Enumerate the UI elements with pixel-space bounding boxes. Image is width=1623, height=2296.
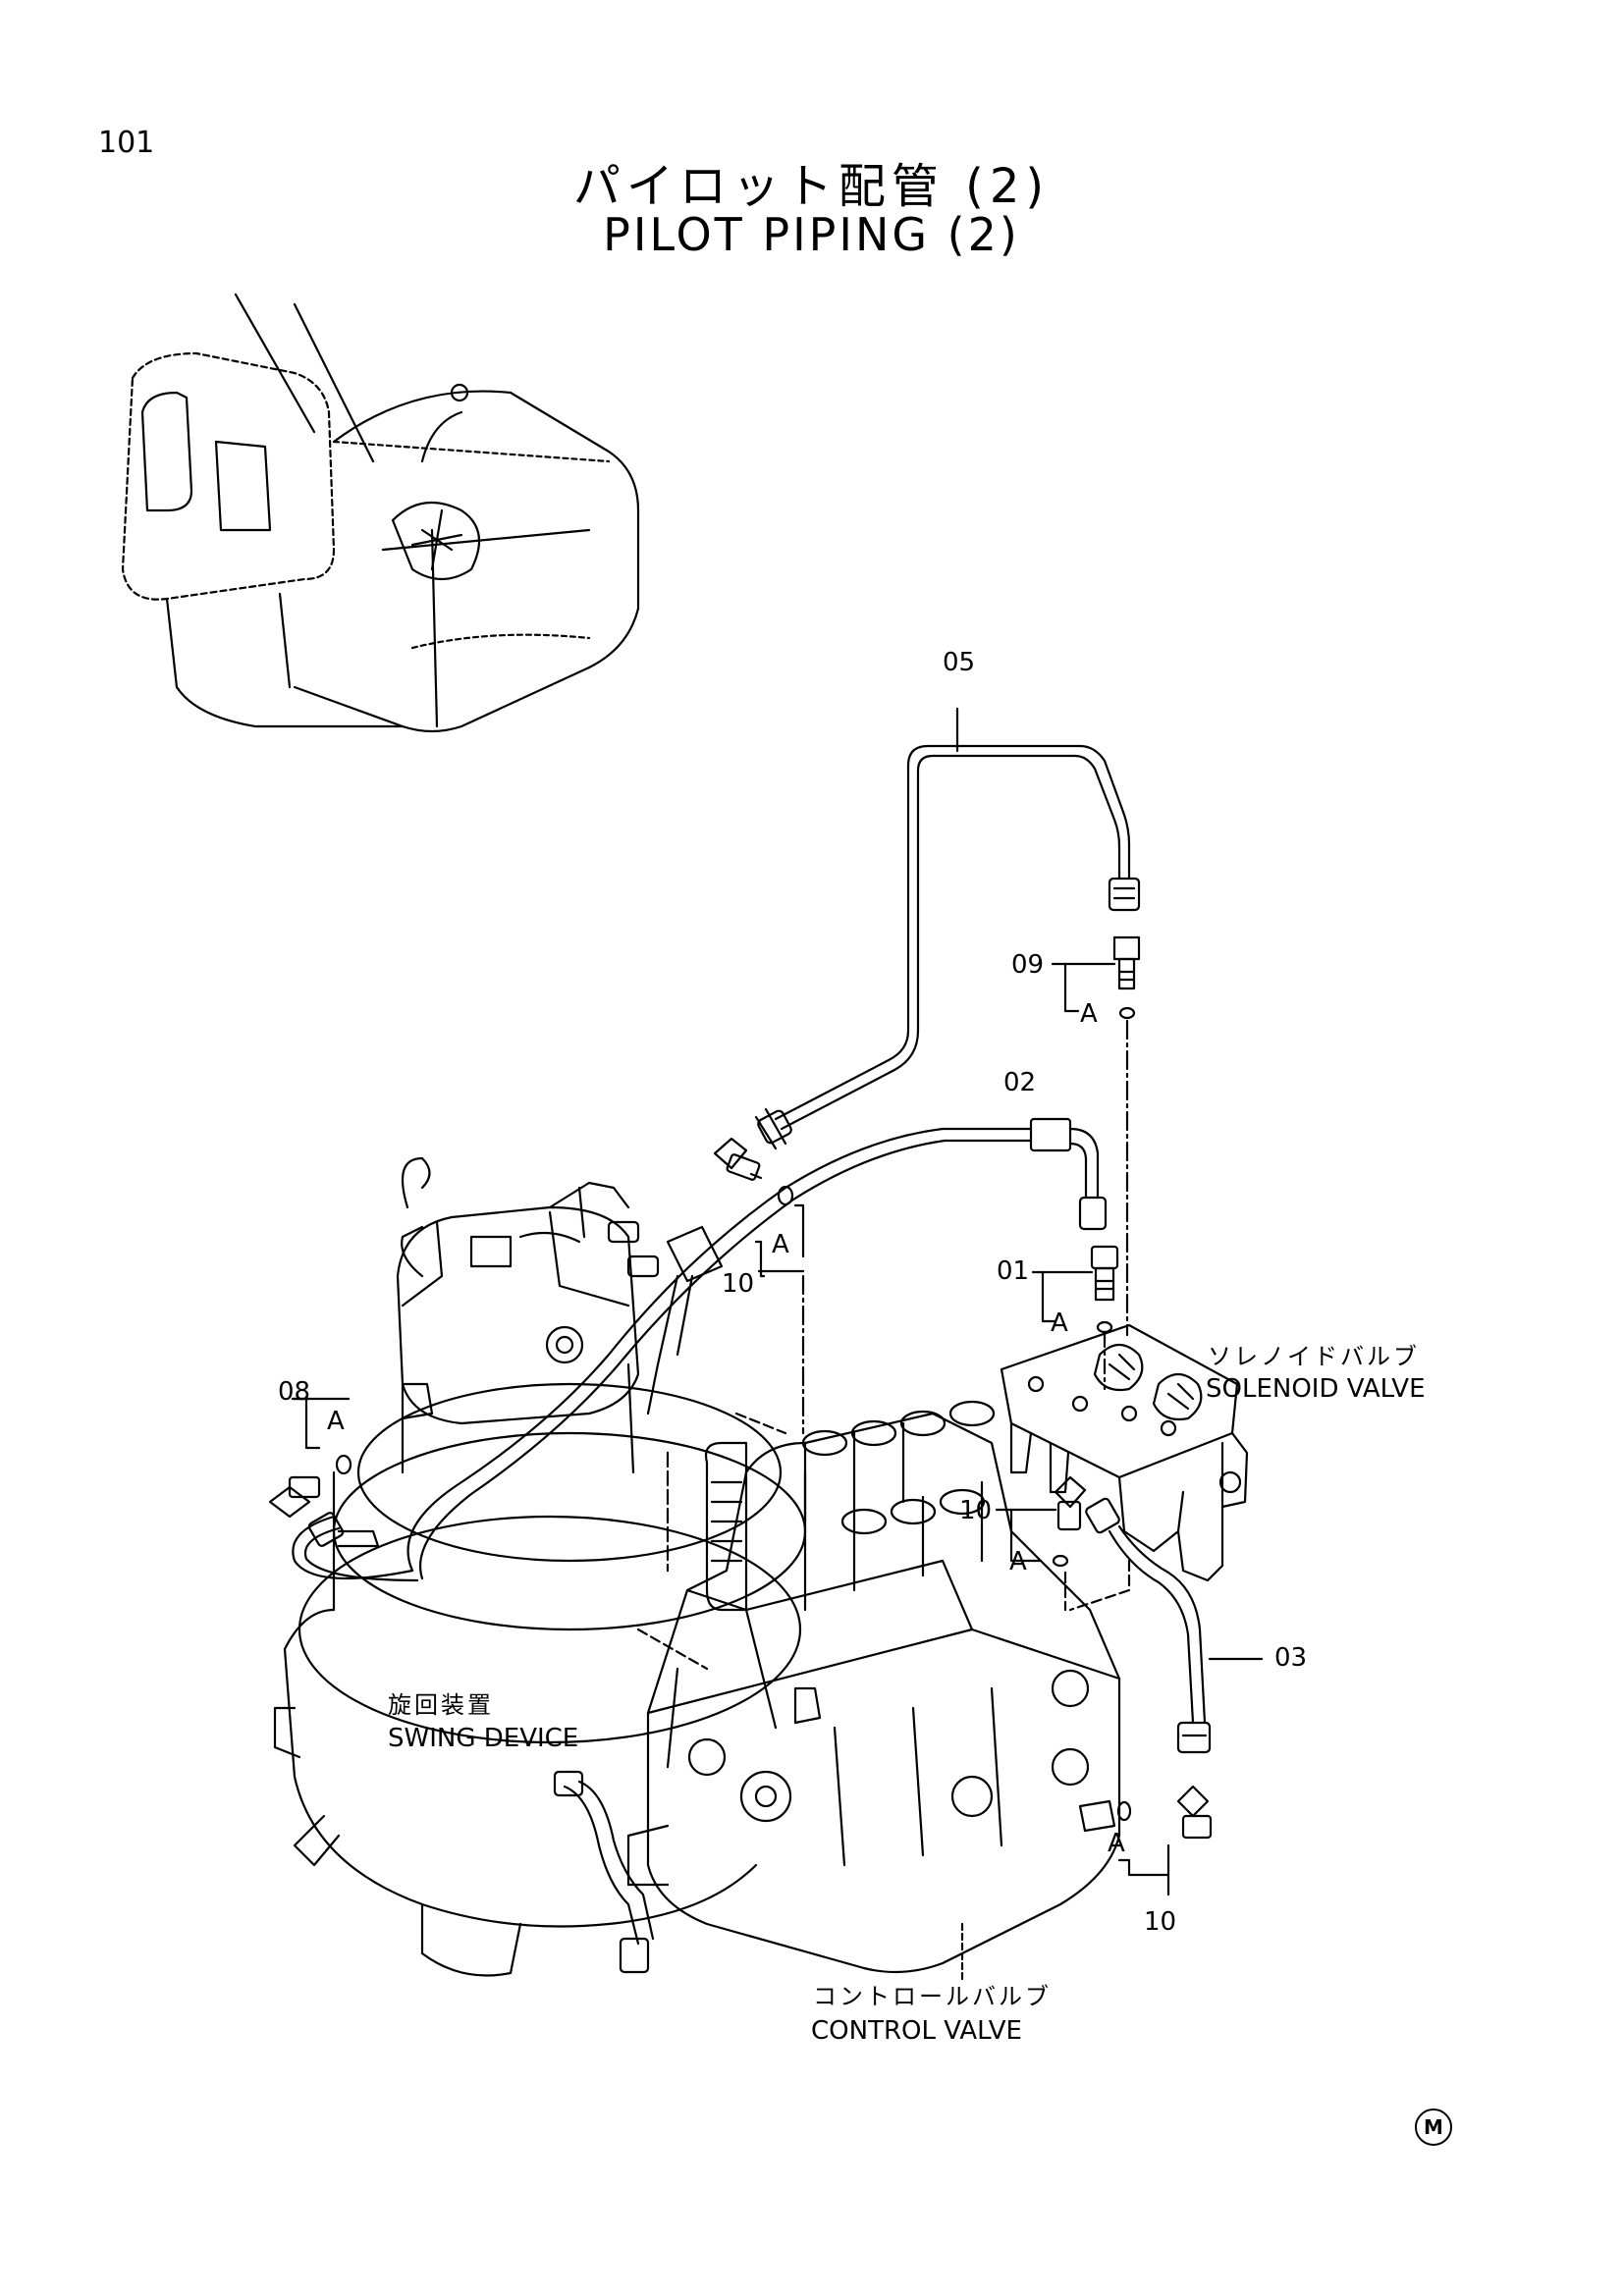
- detail-ref-a-09: A: [1080, 999, 1098, 1029]
- page-title-english: PILOT PIPING (2): [603, 208, 1020, 261]
- part-label-02: 02: [1003, 1068, 1037, 1097]
- swing-device: [273, 1156, 807, 1977]
- part-label-09: 09: [1011, 950, 1045, 980]
- part-label-05: 05: [943, 648, 976, 677]
- fitting-01: [1031, 1245, 1119, 1391]
- part-label-08: 08: [278, 1377, 311, 1407]
- swing-device-hose: [553, 1770, 655, 1974]
- page-title-japanese: パイロット配管 (2): [572, 159, 1051, 214]
- detail-ref-a-01: A: [1051, 1308, 1068, 1338]
- fitting-10-top: [713, 1137, 805, 1278]
- circled-m-mark: M: [1415, 2109, 1452, 2146]
- part-label-10-bottom: 10: [1144, 1907, 1177, 1937]
- detail-ref-a-top: A: [772, 1230, 789, 1259]
- part-label-10-top: 10: [722, 1269, 755, 1299]
- control-valve-label-en: CONTROL VALVE: [811, 2016, 1022, 2046]
- part-label-10-mid: 10: [959, 1496, 993, 1525]
- detail-ref-a-mid: A: [1009, 1547, 1027, 1576]
- part-label-01: 01: [997, 1256, 1030, 1286]
- part-label-03: 03: [1274, 1643, 1308, 1673]
- solenoid-valve-label-en: SOLENOID VALVE: [1206, 1374, 1426, 1404]
- swing-device-label-en: SWING DEVICE: [388, 1724, 579, 1753]
- swing-device-label-ja: 旋回装置: [388, 1691, 494, 1719]
- solenoid-valve-label-ja: ソレノイドバルブ: [1208, 1343, 1420, 1370]
- detail-ref-a-bottom: A: [1108, 1829, 1125, 1858]
- solenoid-valve-block: [1000, 1323, 1249, 1582]
- fitting-10-mid: [995, 1475, 1087, 1612]
- control-valve-label-ja: コントロールバルブ: [813, 1983, 1052, 2010]
- page-number: 101: [98, 126, 155, 160]
- excavator-overview-illustration: [121, 293, 640, 733]
- pipe-02: [292, 1117, 1108, 1582]
- fitting-08: [268, 1397, 380, 1548]
- detail-ref-a-08: A: [327, 1407, 345, 1436]
- fitting-10-bottom: [1116, 1785, 1213, 1896]
- control-valve: [626, 1400, 1121, 1985]
- fitting-09: [1112, 935, 1141, 1337]
- pipe-05: [754, 744, 1141, 1150]
- pipe-03: [1085, 1497, 1264, 1754]
